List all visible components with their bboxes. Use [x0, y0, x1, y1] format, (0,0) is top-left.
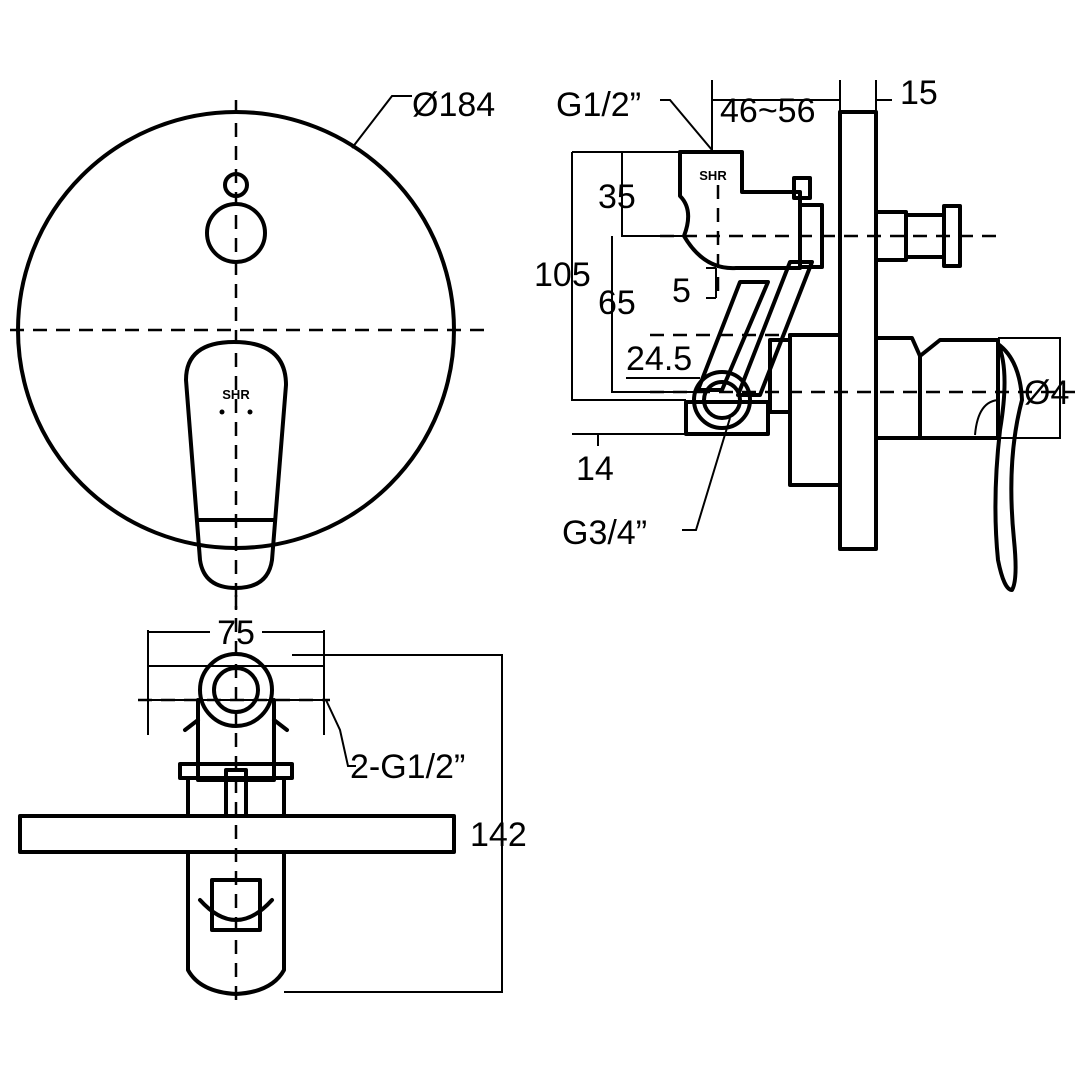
side-view: SHR G1/2” 46~56 — [534, 74, 1075, 592]
cartridge-body — [788, 333, 842, 487]
height-105-label: 105 — [534, 256, 591, 294]
diverter-knob — [205, 202, 267, 264]
bottom-14-label: 14 — [576, 450, 614, 488]
bottom-lever — [186, 850, 286, 996]
dim-diameter-lines — [998, 337, 1061, 439]
wall-plate — [838, 110, 878, 551]
lever-handle — [184, 340, 288, 590]
logo-dot-right — [247, 409, 253, 415]
bottom-plate — [18, 814, 456, 854]
plate-thickness-label: 15 — [900, 74, 938, 112]
cartridge-collar — [768, 338, 792, 414]
outlet-thread-label: G3/4” — [562, 514, 647, 552]
wall-depth-label: 46~56 — [720, 92, 816, 130]
side-logo: SHR — [699, 168, 727, 183]
offset-24-5-label: 24.5 — [626, 340, 692, 378]
cover-plate-circle — [16, 110, 456, 550]
logo-dot-left — [219, 409, 225, 415]
dim-65-lines — [611, 236, 698, 393]
diverter-knob-top — [223, 172, 249, 198]
diameter-184-label: Ø184 — [412, 86, 495, 124]
diagonal-pipe — [736, 260, 814, 397]
valve-body-top — [678, 150, 802, 271]
dim-75-lines — [147, 630, 325, 735]
height-35-label: 35 — [598, 178, 636, 216]
lever-curve — [974, 399, 1001, 436]
handle-escutcheon — [874, 336, 922, 440]
dim-35-lines — [621, 152, 684, 237]
diameter-small-label: Ø4 — [1024, 374, 1069, 412]
bottom-view: 75 142 2-G1/2” — [18, 595, 527, 1000]
offset-5-label: 5 — [672, 272, 691, 310]
bottom-inlet-outer — [198, 652, 274, 728]
body-nut — [792, 176, 812, 200]
handle-sleeve — [918, 338, 1000, 440]
inlet-thread-label: G1/2” — [556, 86, 641, 124]
diagonal-pipe-left — [696, 280, 770, 392]
width-75-label: 75 — [217, 614, 255, 652]
dim-142-lines — [284, 654, 503, 993]
dim-14-lines — [572, 433, 686, 446]
height-65-label: 65 — [598, 284, 636, 322]
dim-top-lines — [711, 80, 892, 150]
outlet-base — [684, 400, 770, 436]
front-view: SHR Ø184 — [10, 86, 495, 610]
outlet-leader — [682, 417, 731, 531]
diverter-knob-side — [942, 204, 962, 268]
depth-142-label: 142 — [470, 816, 527, 854]
dim-105-lines — [571, 151, 686, 401]
bottom-inlet-inner — [212, 666, 260, 714]
bottom-lever-curve — [198, 898, 274, 922]
bottom-lever-knob — [210, 878, 262, 932]
bottom-body-wings — [183, 718, 289, 732]
inlets-leader — [325, 699, 356, 767]
dim-5-lines — [706, 267, 717, 299]
front-logo: SHR — [222, 387, 250, 402]
diameter-leader — [351, 95, 412, 149]
inlets-label: 2-G1/2” — [350, 748, 465, 786]
inlet-leader — [660, 99, 713, 151]
lever-side — [993, 342, 1024, 592]
